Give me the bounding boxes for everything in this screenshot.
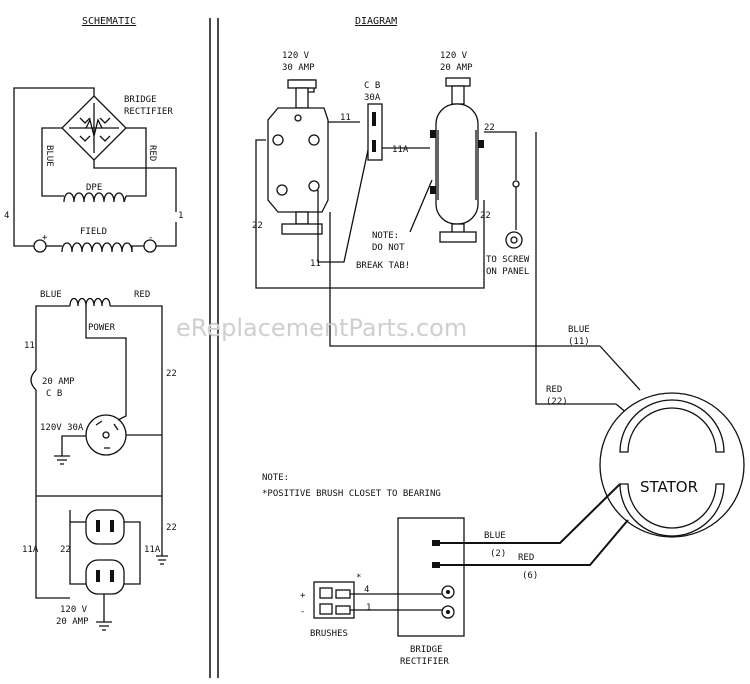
watermark: eReplacementParts.com <box>176 314 467 342</box>
diagram-brushes <box>313 581 355 619</box>
schematic-dpe-label: DPE <box>86 183 102 193</box>
schematic-power-coil <box>69 297 111 307</box>
schematic-wire-11a-right: 11A <box>144 545 161 555</box>
diagram-panel: 120 V 30 AMP C B 30A 120 V 20 AMP <box>252 51 745 667</box>
schematic-blue-label: BLUE <box>44 145 54 167</box>
schematic-minus: - <box>148 233 153 243</box>
diagram-recept-20-label-2: 20 AMP <box>440 63 473 73</box>
schematic-wire-22-c: 22 <box>60 545 71 555</box>
diagram-wire-22-left: 22 <box>252 221 263 231</box>
schematic-brush-plus <box>33 239 47 253</box>
diagram-blue-num: (11) <box>568 337 590 347</box>
diagram-brush-1: 1 <box>366 603 371 613</box>
schematic-plus: + <box>42 233 48 243</box>
schematic-wire-22-b: 22 <box>166 523 177 533</box>
schematic-power-label: POWER <box>88 323 116 333</box>
schematic-bridge-label-2: RECTIFIER <box>124 107 173 117</box>
schematic-wire-11: 11 <box>24 341 35 351</box>
schematic-dpe-coil <box>63 192 125 203</box>
diagram-cb-label-2: 30A <box>364 93 381 103</box>
divider <box>209 18 219 678</box>
schematic-field-label: FIELD <box>80 227 107 237</box>
schematic-duplex-receptacle <box>85 509 125 595</box>
diagram-bridge-label-2: RECTIFIER <box>400 657 449 667</box>
diagram-wire-11-a: 11 <box>340 113 351 123</box>
diagram-receptacle-20a <box>430 77 484 243</box>
diagram-note-2: DO NOT <box>372 243 405 253</box>
schematic-power-blue: BLUE <box>40 290 62 300</box>
diagram-note2-1: NOTE: <box>262 473 289 483</box>
schematic-wire-22-a: 22 <box>166 369 177 379</box>
diagram-circuit-breaker <box>367 103 383 161</box>
schematic-panel: BRIDGE RECTIFIER BLUE RED DPE FIELD + - … <box>4 87 183 631</box>
diagram-receptacle-30a <box>267 79 329 235</box>
schematic-recept-20-label-2: 20 AMP <box>56 617 89 627</box>
stator-label: STATOR <box>640 478 698 496</box>
diagram-screw-label-2: ON PANEL <box>486 267 529 277</box>
schematic-power-red: RED <box>134 290 150 300</box>
schematic-bridge-label-1: BRIDGE <box>124 95 157 105</box>
diagram-brushes-label: BRUSHES <box>310 629 348 639</box>
schematic-wire-4: 4 <box>4 211 9 221</box>
diagram-title: DIAGRAM <box>355 16 397 27</box>
schematic-bridge-rectifier <box>61 95 127 161</box>
diagram-red-label: RED <box>546 385 562 395</box>
diagram-wire-11-b: 11 <box>310 259 321 269</box>
schematic-cb-label-2: C B <box>46 389 62 399</box>
schematic-recept-30-label: 120V 30A <box>40 423 84 433</box>
diagram-bridge-label-1: BRIDGE <box>410 645 443 655</box>
schematic-wire-11a-left: 11A <box>22 545 39 555</box>
diagram-red2-num: (6) <box>522 571 538 581</box>
stator <box>599 392 745 538</box>
diagram-blue-label: BLUE <box>568 325 590 335</box>
diagram-blue2-label: BLUE <box>484 531 506 541</box>
diagram-star: * <box>356 573 361 583</box>
diagram-red-num: (22) <box>546 397 568 407</box>
schematic-cb-label-1: 20 AMP <box>42 377 75 387</box>
schematic-brush-minus <box>143 239 157 253</box>
diagram-brush-4: 4 <box>364 585 369 595</box>
diagram-note-1: NOTE: <box>372 231 399 241</box>
diagram-bridge-rectifier <box>397 517 465 637</box>
diagram-wire-22-c: 22 <box>480 211 491 221</box>
schematic-field-coil <box>61 242 133 253</box>
diagram-brush-minus: - <box>300 607 305 617</box>
diagram-wire-11a: 11A <box>392 145 409 155</box>
diagram-note2-2: *POSITIVE BRUSH CLOSET TO BEARING <box>262 489 441 499</box>
diagram-blue2-num: (2) <box>490 549 506 559</box>
diagram-recept-30-label-2: 30 AMP <box>282 63 315 73</box>
diagram-red2-label: RED <box>518 553 534 563</box>
diagram-brush-plus: + <box>300 591 306 601</box>
diagram-note-3: BREAK TAB! <box>356 261 410 271</box>
diagram-recept-20-label-1: 120 V <box>440 51 468 61</box>
diagram-wire-22-right: 22 <box>484 123 495 133</box>
diagram-recept-30-label-1: 120 V <box>282 51 310 61</box>
diagram-panel-screw <box>505 231 523 249</box>
schematic-receptacle-30a <box>85 414 127 456</box>
schematic-title: SCHEMATIC <box>82 16 136 27</box>
schematic-recept-20-label-1: 120 V <box>60 605 88 615</box>
schematic-cb-symbol <box>30 369 37 391</box>
schematic-wire-1: 1 <box>178 211 183 221</box>
schematic-red-label: RED <box>147 145 157 161</box>
diagram-screw-label-1: TO SCREW <box>486 255 530 265</box>
diagram-cb-label-1: C B <box>364 81 380 91</box>
